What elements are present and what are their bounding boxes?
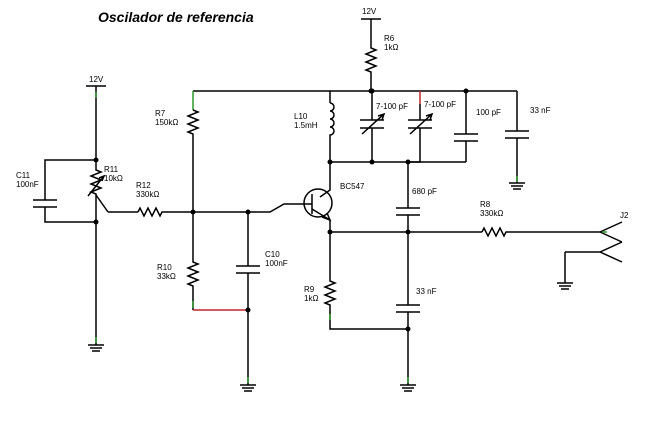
r12-resistor <box>137 206 193 218</box>
c33n-top-capacitor <box>505 91 529 183</box>
trimmer1-plates <box>360 112 386 135</box>
node-trimmer1-top <box>369 88 375 94</box>
r9-name-label: R9 <box>304 285 315 294</box>
j2-label: J2 <box>620 211 629 220</box>
r10-value-label: 33kΩ <box>157 272 176 281</box>
ground-c33n-top <box>509 182 525 190</box>
c10-name-label: C10 <box>265 250 280 259</box>
r7-resistor <box>185 109 201 212</box>
r10-name-label: R10 <box>157 263 172 272</box>
c100p-value-label: 100 pF <box>476 108 501 117</box>
r11-wiper <box>87 174 106 197</box>
trimmer2-leads <box>408 104 421 163</box>
l10-inductor <box>329 102 335 162</box>
r11-name-label: R11 <box>104 165 119 174</box>
c33n-top-value-label: 33 nF <box>530 106 551 115</box>
transistor-base-bar <box>290 194 313 214</box>
r11-value-label: 10kΩ <box>104 174 123 183</box>
r8-name-label: R8 <box>480 200 491 209</box>
diagram-title: Oscilador de referencia <box>98 9 254 25</box>
c33n-bottom-value-label: 33 nF <box>416 287 437 296</box>
r9-value-label: 1kΩ <box>304 294 318 303</box>
node-c100p <box>463 88 469 94</box>
bc547-transistor[interactable] <box>303 188 333 218</box>
node-c33n-bottom <box>405 326 411 332</box>
r11-wiper-to-r12 <box>95 194 109 213</box>
c680-value-label: 680 pF <box>412 187 437 196</box>
c33n-bottom-capacitor <box>396 232 420 385</box>
r10-resistor <box>185 212 201 310</box>
j2-connector[interactable] <box>564 221 623 283</box>
c11-loop-wire <box>44 159 96 223</box>
c10-value-label: 100nF <box>265 259 288 268</box>
c11-capacitor <box>33 199 57 208</box>
c10-capacitor <box>236 212 260 385</box>
r8-value-label: 330kΩ <box>480 209 503 218</box>
ground-j2 <box>557 282 573 290</box>
ground-c10 <box>240 384 256 392</box>
ground-c33n-bottom <box>400 384 416 392</box>
r8-resistor <box>481 226 600 238</box>
r12-value-label: 330kΩ <box>136 190 159 199</box>
green-stubs <box>95 92 607 383</box>
c11-name-label: C11 <box>16 171 31 180</box>
vcc-top-label: 12V <box>362 7 377 16</box>
vcc-top-symbol <box>361 18 381 40</box>
transistor-collector-wire <box>319 162 331 198</box>
transistor-emitter-arrow <box>321 212 332 222</box>
node-c10-bottom <box>245 307 251 313</box>
ground-left <box>88 344 104 352</box>
r11-potentiometer <box>88 160 104 345</box>
r6-resistor <box>363 40 379 91</box>
c680-capacitor <box>396 162 420 232</box>
r6-name-label: R6 <box>384 34 395 43</box>
r12-name-label: R12 <box>136 181 151 190</box>
base-wire-left <box>193 203 290 213</box>
c100p-capacitor <box>454 91 478 162</box>
vcc-left-symbol <box>86 85 106 160</box>
c11-value-label: 100nF <box>16 180 39 189</box>
trimmer2-value-label: 7-100 pF <box>424 100 456 109</box>
r9-resistor <box>322 232 408 330</box>
l10-name-label: L10 <box>294 112 308 121</box>
bc547-label: BC547 <box>340 182 365 191</box>
trimmer2-plates <box>408 112 434 135</box>
r7-name-label: R7 <box>155 109 166 118</box>
trimmer1-value-label: 7-100 pF <box>376 102 408 111</box>
vcc-left-label: 12V <box>89 75 104 84</box>
l10-value-label: 1.5mH <box>294 121 318 130</box>
r7-value-label: 150kΩ <box>155 118 178 127</box>
r6-value-label: 1kΩ <box>384 43 398 52</box>
